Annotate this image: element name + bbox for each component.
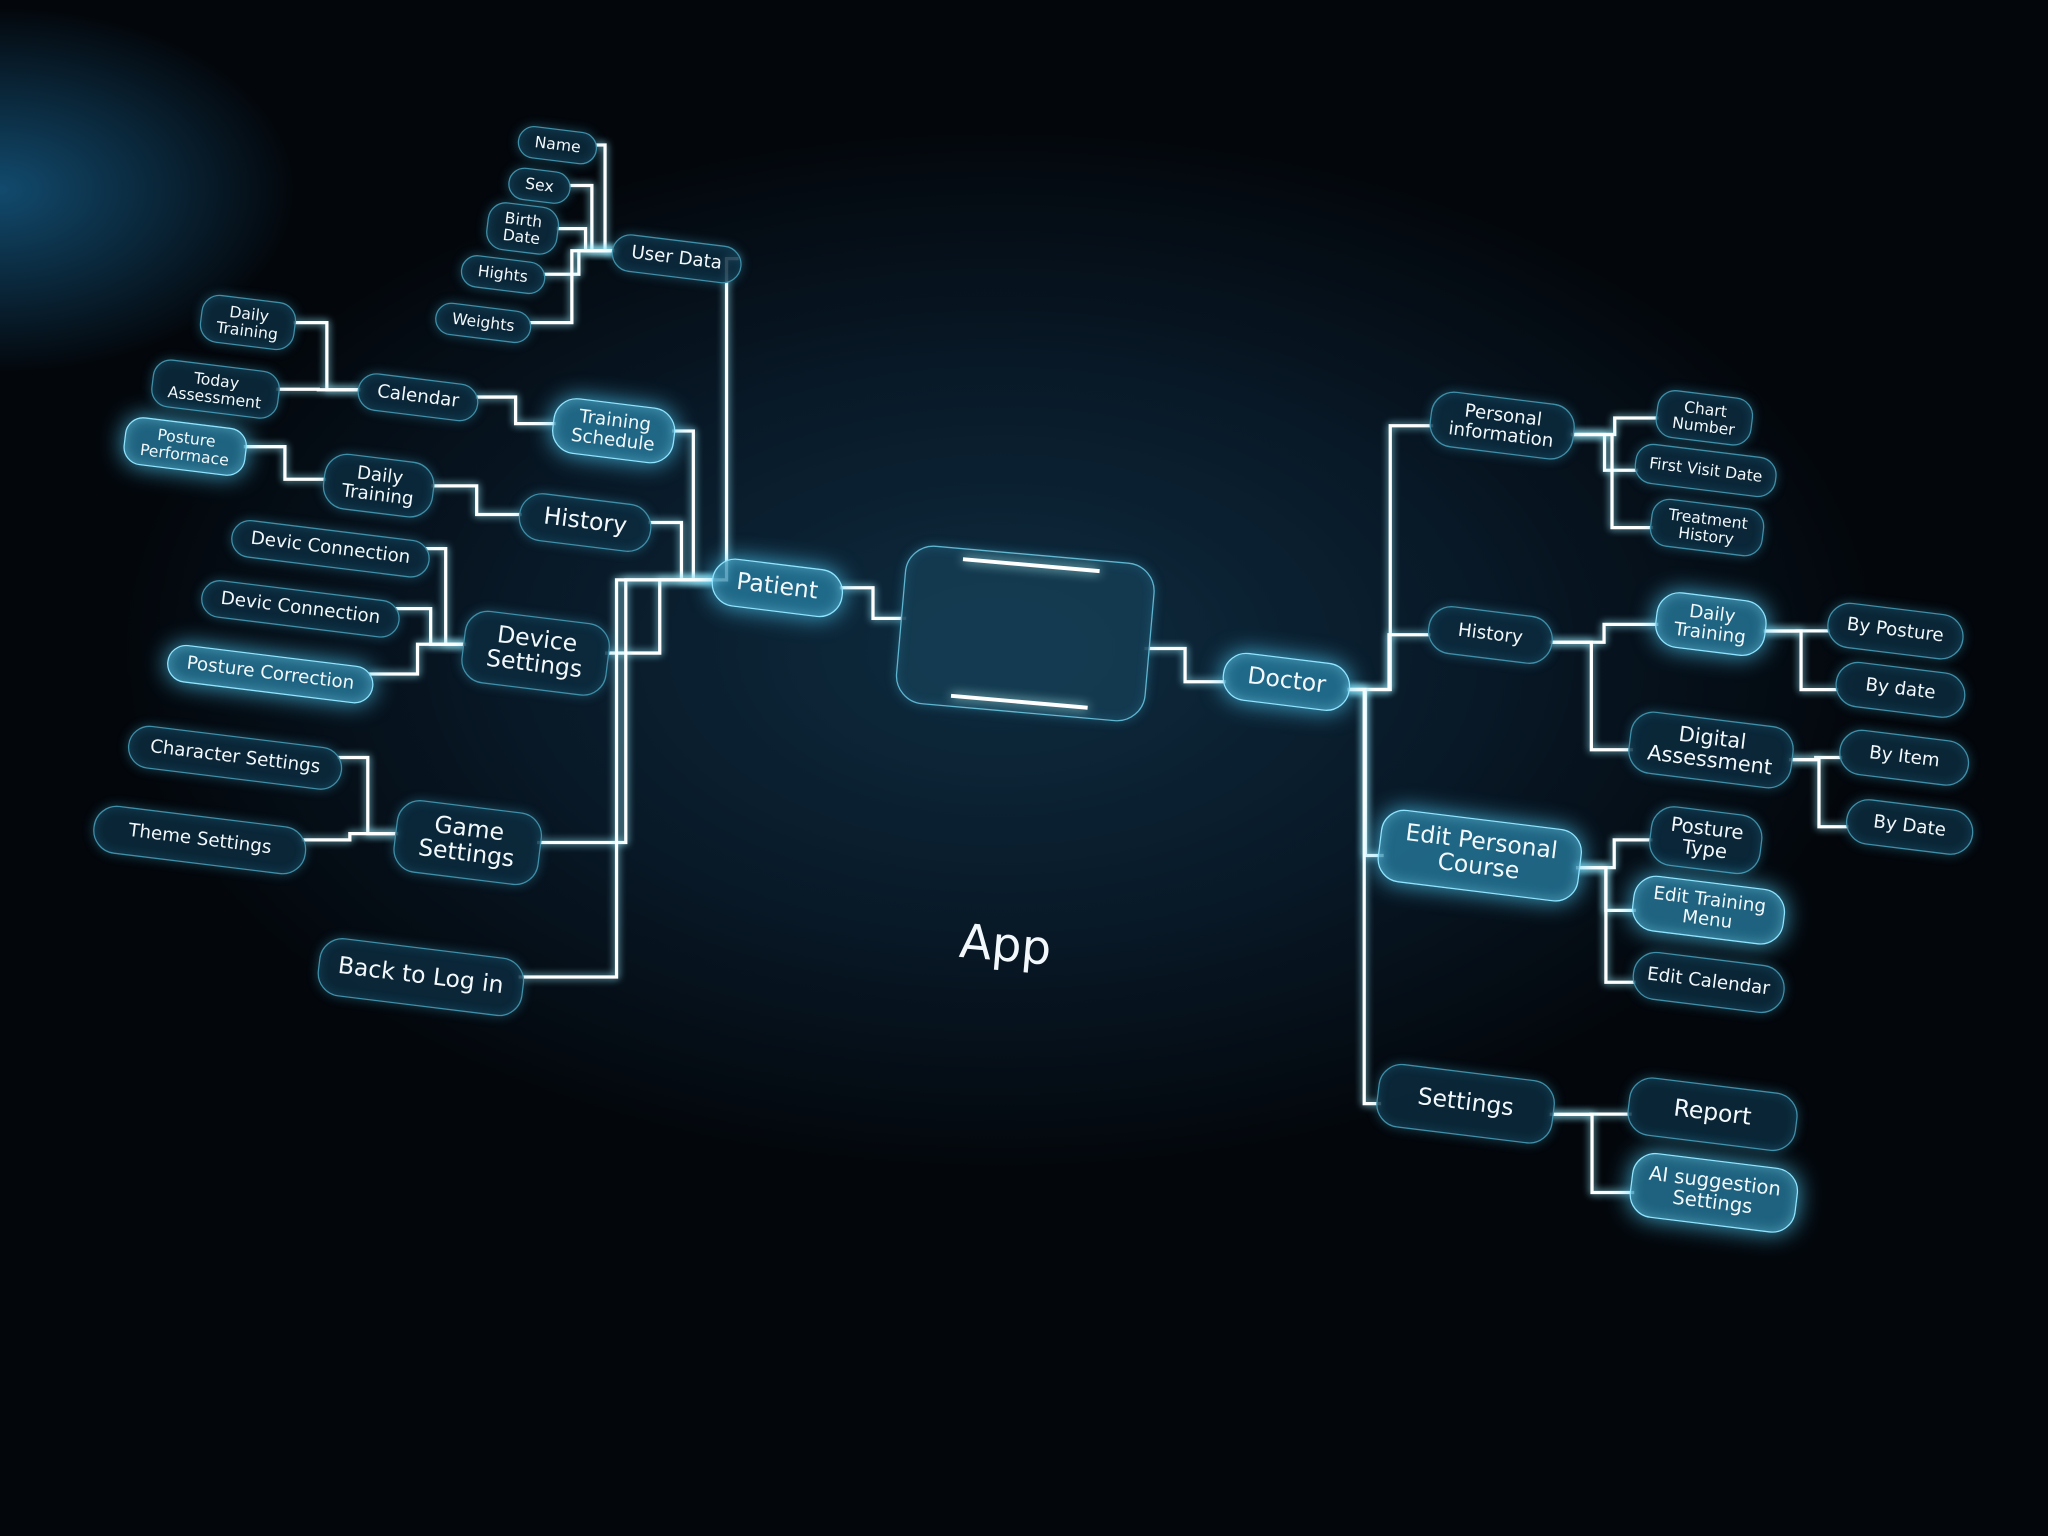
wire-by-date-assessment-node	[1789, 757, 1849, 829]
wire-theme-settings-node	[301, 832, 399, 842]
wire-daily-training-node	[293, 320, 361, 392]
wire-app-doctor	[1144, 646, 1226, 684]
app-label: App	[957, 915, 1054, 977]
app-root-node[interactable]: App	[893, 543, 1158, 976]
wire-treatment-history-node	[1570, 432, 1654, 530]
wire-edit-calendar-node	[1575, 866, 1636, 984]
wire-device-connection-node-2	[395, 607, 467, 646]
wire-posture-correction-node	[369, 642, 467, 676]
wire-sex-node	[569, 183, 615, 253]
birth-date-node[interactable]: Birth Date	[483, 200, 561, 258]
wire-chart-number-node	[1570, 416, 1659, 437]
wire-user-data-node	[714, 256, 739, 582]
wire-back-to-login-node	[518, 578, 715, 979]
app-top-bar	[962, 557, 1100, 574]
wire-weights-node	[529, 249, 615, 325]
wire-settings-node	[1347, 687, 1382, 1106]
wire-history-daily-training-node	[431, 484, 522, 517]
wire-history-node	[648, 520, 715, 582]
wire-digital-assessment-node	[1549, 640, 1633, 752]
wire-posture-type-node	[1575, 838, 1653, 870]
app-bottom-bar	[950, 693, 1088, 710]
wire-doctor-daily-training-node	[1549, 622, 1659, 644]
wire-name-node	[595, 143, 615, 253]
wire-first-visit-date-node	[1570, 432, 1639, 472]
wire-training-schedule-node	[672, 429, 715, 582]
wire-by-date-node	[1763, 629, 1839, 692]
wire-doctor-history-node	[1347, 633, 1431, 692]
wire-hights-node	[543, 249, 615, 276]
wire-ai-suggestion-settings-node	[1549, 1112, 1635, 1195]
wire-calendar-node	[475, 395, 556, 426]
wire-device-settings-node	[604, 578, 715, 655]
wire-character-settings-node	[337, 755, 399, 836]
wire-today-assessment-node	[276, 387, 361, 392]
wire-posture-performance-node	[243, 445, 327, 481]
wire-app-patient	[839, 586, 907, 621]
